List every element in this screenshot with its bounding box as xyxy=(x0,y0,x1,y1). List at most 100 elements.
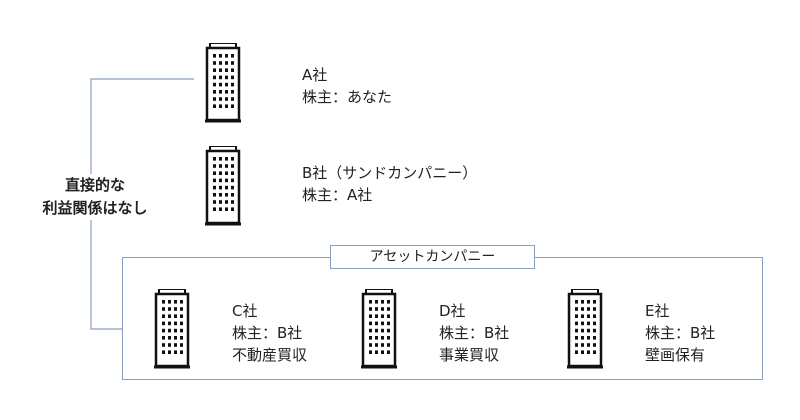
window xyxy=(213,200,216,204)
window xyxy=(174,350,177,354)
window xyxy=(575,307,578,311)
window xyxy=(213,164,216,168)
window xyxy=(213,193,216,197)
window xyxy=(219,82,222,87)
company-b-name: B社（サンドカンパニー） xyxy=(302,164,478,182)
window xyxy=(219,185,222,190)
window xyxy=(174,314,177,318)
company-e-shareholder: 株主：B社 xyxy=(645,324,716,342)
window xyxy=(225,164,228,168)
window xyxy=(375,328,378,333)
company-d-shareholder: 株主：B社 xyxy=(439,324,510,342)
window xyxy=(369,350,372,354)
company-c-info: C社 株主：B社 不動産買収 xyxy=(232,300,307,366)
window xyxy=(593,321,596,326)
window xyxy=(231,61,234,65)
building-icon-c xyxy=(154,289,190,369)
window xyxy=(225,54,228,58)
window xyxy=(581,321,584,326)
window xyxy=(180,336,183,340)
window xyxy=(587,336,590,340)
window xyxy=(219,97,222,101)
window xyxy=(575,336,578,340)
window xyxy=(587,314,590,318)
window xyxy=(575,328,578,333)
window xyxy=(575,314,578,318)
window xyxy=(174,343,177,347)
window xyxy=(225,90,228,94)
window xyxy=(231,164,234,168)
window xyxy=(587,300,590,304)
window xyxy=(213,171,216,175)
window xyxy=(381,336,384,340)
company-a-name: A社 xyxy=(302,66,328,84)
window xyxy=(375,307,378,311)
window xyxy=(581,314,584,318)
window xyxy=(168,328,171,333)
window xyxy=(375,336,378,340)
window xyxy=(231,82,234,87)
window xyxy=(581,307,584,311)
window xyxy=(168,300,171,304)
window xyxy=(219,171,222,175)
window xyxy=(231,90,234,94)
window xyxy=(387,336,390,340)
window xyxy=(213,75,216,80)
window xyxy=(231,207,234,211)
window xyxy=(225,75,228,80)
window xyxy=(174,300,177,304)
window xyxy=(581,343,584,347)
window xyxy=(381,300,384,304)
window xyxy=(213,54,216,58)
window xyxy=(168,343,171,347)
window xyxy=(231,54,234,58)
window xyxy=(213,185,216,190)
window xyxy=(162,314,165,318)
window xyxy=(219,75,222,80)
window xyxy=(219,90,222,94)
window xyxy=(174,307,177,311)
relation-label-line-2: 利益関係はなし xyxy=(42,199,148,217)
window xyxy=(219,61,222,65)
window xyxy=(180,300,183,304)
window xyxy=(381,314,384,318)
window xyxy=(168,307,171,311)
window xyxy=(369,321,372,326)
window xyxy=(387,300,390,304)
window xyxy=(213,90,216,94)
company-e-info: E社 株主：B社 壁画保有 xyxy=(645,300,715,366)
window xyxy=(587,350,590,354)
window xyxy=(231,97,234,101)
company-b-shareholder: 株主：A社 xyxy=(302,186,373,204)
window xyxy=(231,200,234,204)
window xyxy=(375,350,378,354)
window xyxy=(587,321,590,326)
window xyxy=(174,328,177,333)
window xyxy=(219,193,222,197)
company-d-info: D社 株主：B社 事業買収 xyxy=(439,300,509,366)
window xyxy=(369,300,372,304)
building-icon-e xyxy=(567,289,603,369)
window xyxy=(174,321,177,326)
window xyxy=(231,193,234,197)
company-a-shareholder: 株主：あなた xyxy=(302,88,393,106)
window xyxy=(375,343,378,347)
window xyxy=(387,307,390,311)
no-direct-interest-label: 直接的な 利益関係はなし xyxy=(20,174,170,220)
window xyxy=(225,171,228,175)
window xyxy=(168,321,171,326)
window xyxy=(180,343,183,347)
window xyxy=(219,178,222,183)
window xyxy=(581,328,584,333)
window xyxy=(213,97,216,101)
window xyxy=(381,350,384,354)
window xyxy=(231,157,234,161)
window xyxy=(162,350,165,354)
window xyxy=(231,68,234,72)
window xyxy=(219,104,222,108)
window xyxy=(213,104,216,108)
company-d-name: D社 xyxy=(439,302,466,320)
window xyxy=(168,314,171,318)
window xyxy=(231,185,234,190)
window xyxy=(593,307,596,311)
